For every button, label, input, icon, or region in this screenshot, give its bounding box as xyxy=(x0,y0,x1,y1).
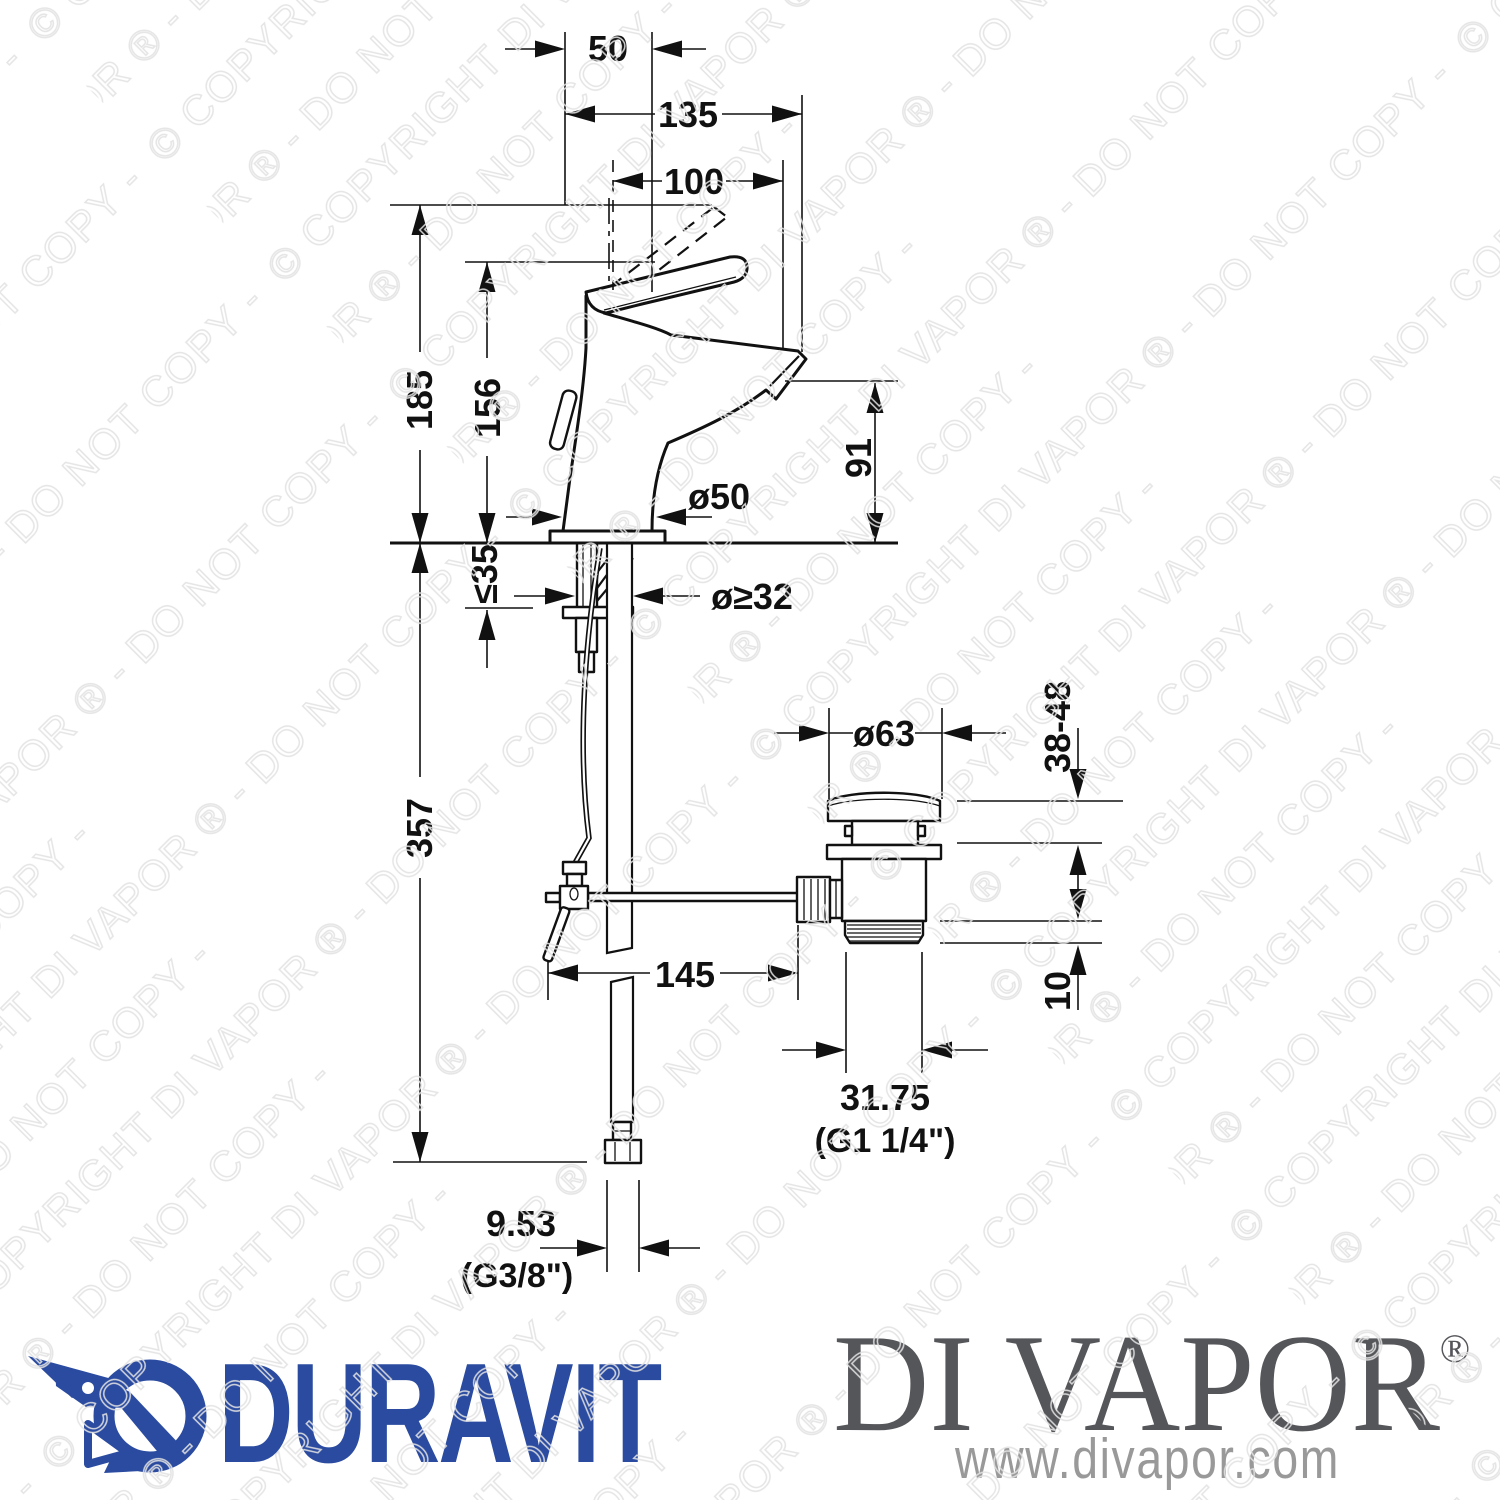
duravit-logo: DURAVIT xyxy=(28,1334,665,1493)
dim-100-label: 100 xyxy=(664,161,724,202)
pivot-stub xyxy=(544,891,562,904)
dim-145-label: 145 xyxy=(655,954,715,995)
dim-g38-label: (G3/8") xyxy=(461,1257,573,1295)
dim-g114-label: (G1 1/4") xyxy=(815,1122,956,1160)
pull-rod-knob xyxy=(548,389,578,451)
dim-91-label: 91 xyxy=(838,438,879,478)
dim-185-label: 185 xyxy=(399,370,440,430)
duravit-wordmark: DURAVIT xyxy=(218,1334,662,1493)
faucet-body xyxy=(561,294,808,533)
dimension-lines: 50 135 100 185 156 91 357 ≤35 ø50 ø≥32 ø… xyxy=(390,28,1123,1295)
duravit-bird-eye xyxy=(82,1382,94,1394)
waste-cap xyxy=(826,791,942,823)
dim-dia50-label: ø50 xyxy=(688,476,750,517)
base-flange xyxy=(548,529,667,545)
pop-up-waste xyxy=(795,791,943,945)
dim-953-label: 9.53 xyxy=(486,1203,556,1244)
dim-dia32-label: ø≥32 xyxy=(711,576,793,617)
dim-10-label: 10 xyxy=(1037,971,1078,1011)
dim-3848-label: 38-48 xyxy=(1037,681,1078,773)
supply-hose xyxy=(561,541,643,1165)
divapor-url: www.divapor.com xyxy=(954,1427,1340,1491)
waste-thread xyxy=(843,919,925,945)
lever-arm xyxy=(542,906,571,963)
dim-156-label: 156 xyxy=(467,378,508,438)
dim-357-label: 357 xyxy=(399,798,440,858)
dim-135-label: 135 xyxy=(658,94,718,135)
pivot-collar xyxy=(561,860,588,876)
divapor-logo: DI VAPOR ® www.divapor.com xyxy=(833,1306,1470,1491)
waste-flange xyxy=(825,843,943,861)
pivot-neck xyxy=(565,872,584,888)
waste-neck xyxy=(850,819,920,847)
dim-max35-label: ≤35 xyxy=(464,544,505,604)
registered-trademark-icon: ® xyxy=(1440,1326,1470,1371)
faucet xyxy=(548,198,808,546)
dim-3175-label: 31.75 xyxy=(840,1077,930,1118)
dim-dia63-label: ø63 xyxy=(853,713,915,754)
hose-hex-nut xyxy=(603,1138,643,1165)
waste-body xyxy=(840,857,928,923)
pivot-body xyxy=(558,884,590,911)
horizontal-rod xyxy=(586,891,802,903)
dim-50-label: 50 xyxy=(588,28,628,69)
